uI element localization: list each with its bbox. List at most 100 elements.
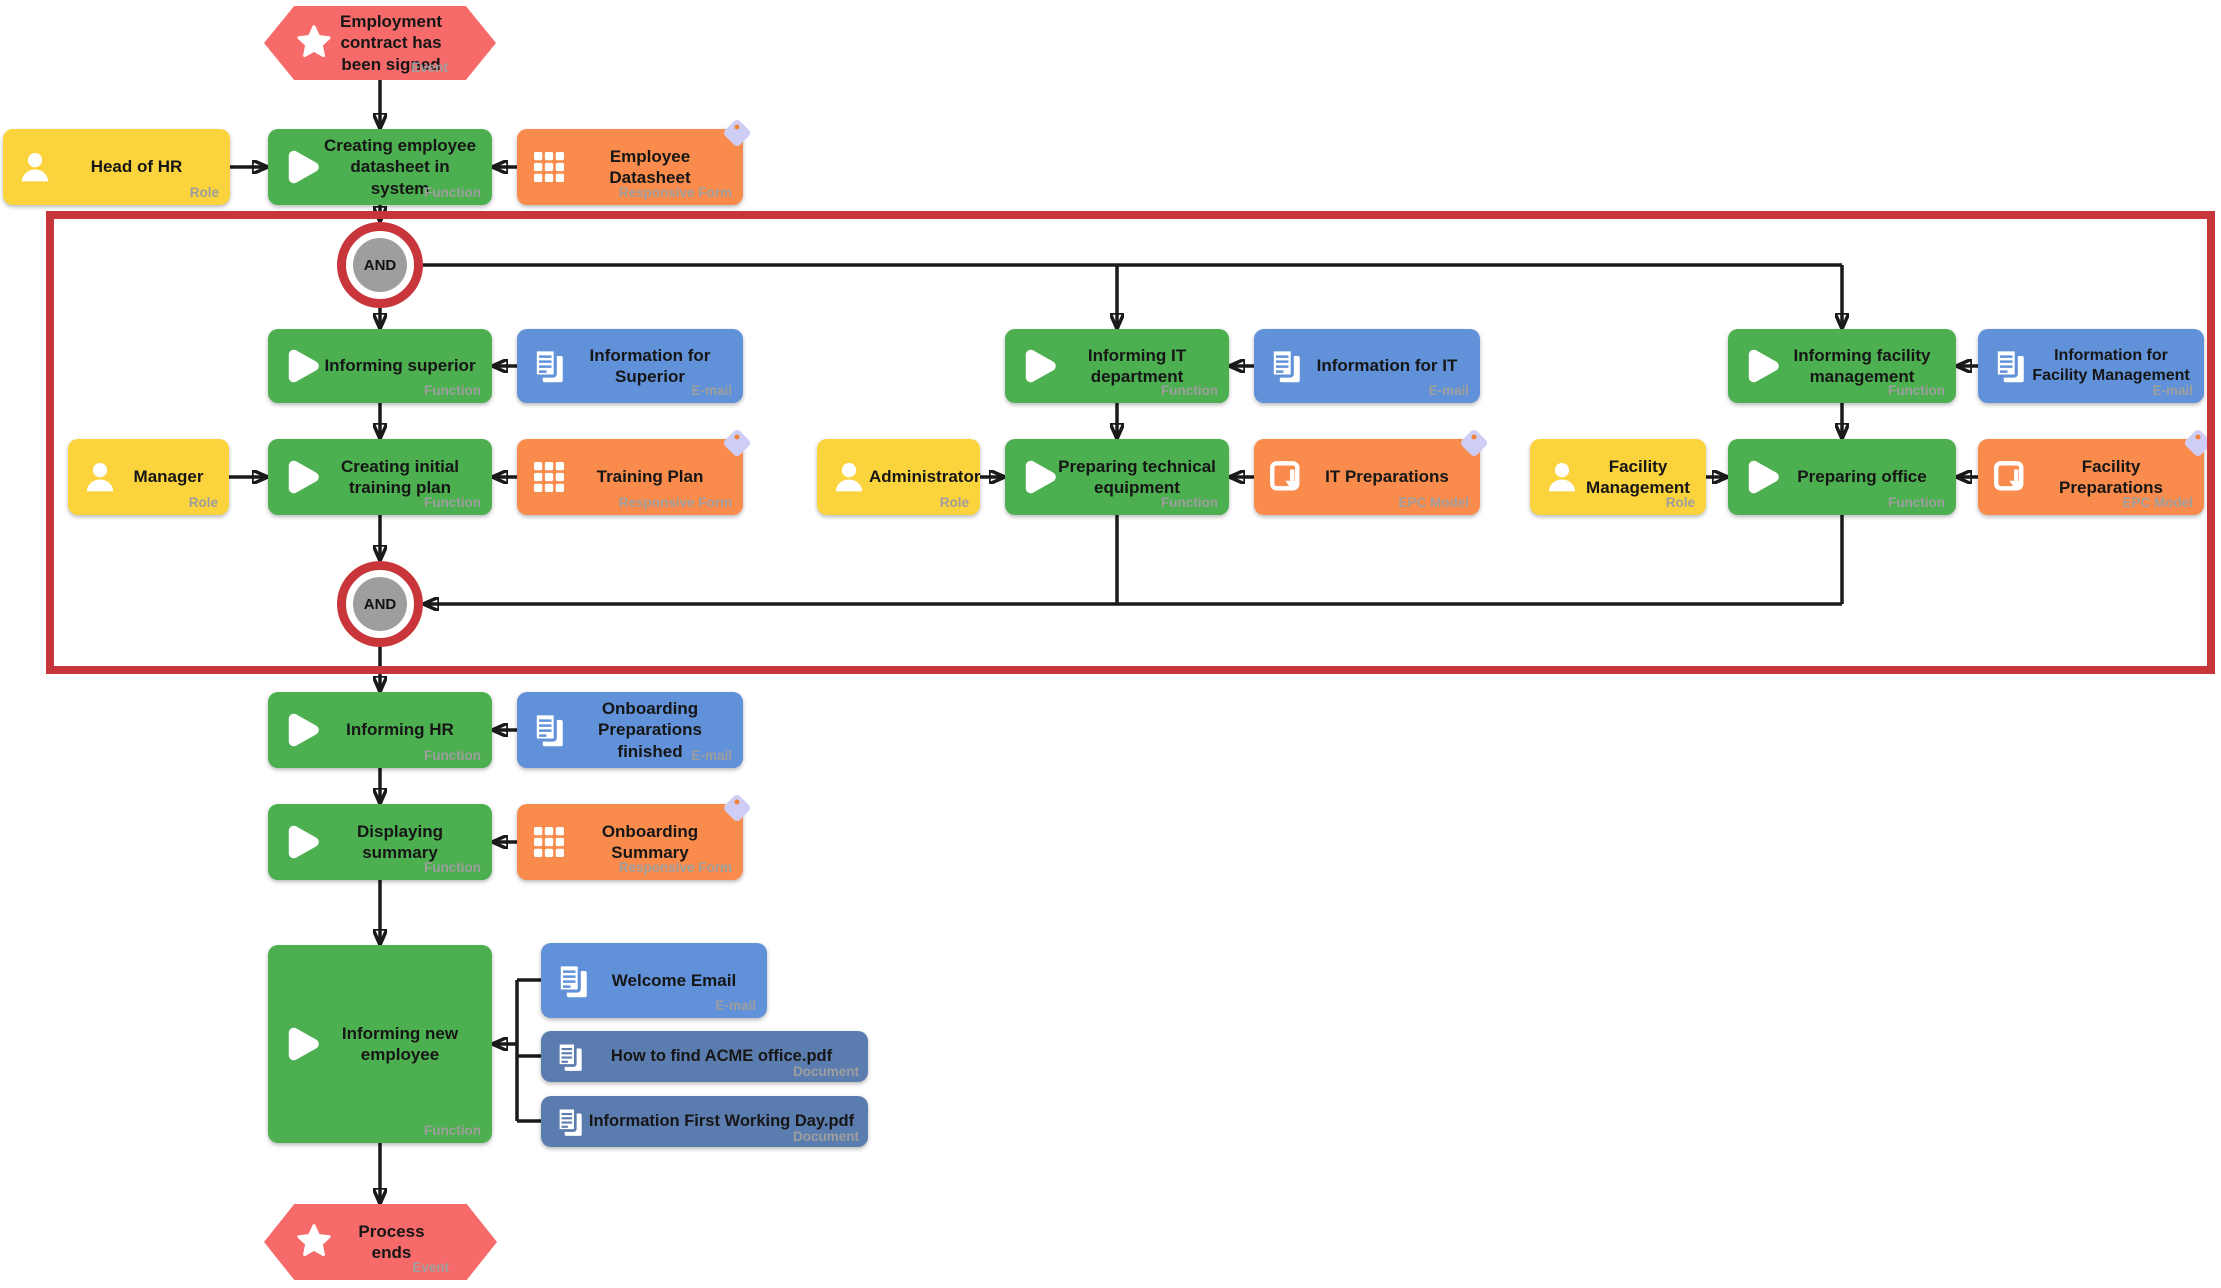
node-function-preparing-equipment[interactable]: Preparing technical equipment Function bbox=[1005, 439, 1229, 515]
star-icon bbox=[294, 1222, 334, 1262]
node-label: Information First Working Day.pdf bbox=[588, 1112, 855, 1131]
node-type-label: E-mail bbox=[715, 998, 756, 1013]
node-label: Training Plan bbox=[596, 467, 704, 487]
document-pages-icon bbox=[553, 1105, 587, 1139]
node-type-label: Function bbox=[424, 383, 481, 398]
node-type-label: Responsive Form bbox=[618, 185, 732, 200]
node-type-label: Document bbox=[792, 1064, 859, 1079]
node-label: Process ends bbox=[358, 1221, 425, 1262]
node-type-label: Responsive Form bbox=[618, 495, 732, 510]
node-email-info-for-it[interactable]: Information for IT E-mail bbox=[1254, 329, 1480, 403]
node-function-preparing-office[interactable]: Preparing office Function bbox=[1728, 439, 1956, 515]
document-pages-icon bbox=[529, 710, 569, 750]
node-epcmodel-facility-preparations[interactable]: Facility Preparations EPC Model bbox=[1978, 439, 2204, 515]
play-icon bbox=[280, 710, 320, 750]
node-type-label: EPC Model bbox=[1398, 495, 1469, 510]
node-form-onboarding-summary[interactable]: Onboarding Summary Responsive Form bbox=[517, 804, 743, 880]
node-label: Preparing office bbox=[1797, 467, 1927, 487]
node-label: Informing IT department bbox=[1087, 345, 1187, 386]
node-type-label: E-mail bbox=[691, 383, 732, 398]
node-label: Information for IT bbox=[1316, 356, 1458, 376]
node-label: Head of HR bbox=[90, 157, 183, 177]
node-label: Onboarding Preparations finished bbox=[598, 699, 702, 761]
node-email-welcome-email[interactable]: Welcome Email E-mail bbox=[541, 943, 767, 1018]
node-label: Onboarding Summary bbox=[601, 821, 699, 862]
node-event-end[interactable]: Process ends Event bbox=[264, 1204, 497, 1280]
node-function-informing-new-employee[interactable]: Informing new employee Function bbox=[268, 945, 492, 1143]
node-type-label: Function bbox=[424, 748, 481, 763]
node-type-label: EPC Model bbox=[2122, 495, 2193, 510]
node-label: Employee Datasheet bbox=[609, 146, 691, 187]
node-function-displaying-summary[interactable]: Displaying summary Function bbox=[268, 804, 492, 880]
highlight-rectangle[interactable] bbox=[46, 211, 2215, 674]
node-role-manager[interactable]: Manager Role bbox=[68, 439, 229, 515]
node-email-onboarding-preparations-finished[interactable]: Onboarding Preparations finished E-mail bbox=[517, 692, 743, 768]
node-email-info-for-superior[interactable]: Information for Superior E-mail bbox=[517, 329, 743, 403]
node-type-label: Function bbox=[424, 860, 481, 875]
node-type-label: E-mail bbox=[2152, 383, 2193, 398]
and-gateway-join[interactable]: AND bbox=[337, 561, 423, 647]
node-type-label: Function bbox=[1161, 383, 1218, 398]
and-gateway-label: AND bbox=[353, 238, 407, 292]
node-label: Employment contract has been signed bbox=[339, 12, 443, 74]
document-pages-icon bbox=[553, 961, 593, 1001]
node-label: Manager bbox=[133, 467, 204, 487]
node-function-informing-facility[interactable]: Informing facility management Function bbox=[1728, 329, 1956, 403]
tag-icon bbox=[720, 791, 754, 825]
node-type-label: Function bbox=[424, 1123, 481, 1138]
play-icon bbox=[280, 822, 320, 862]
and-gateway-split[interactable]: AND bbox=[337, 222, 423, 308]
node-form-training-plan[interactable]: Training Plan Responsive Form bbox=[517, 439, 743, 515]
node-function-informing-it[interactable]: Informing IT department Function bbox=[1005, 329, 1229, 403]
node-type-label: Role bbox=[939, 495, 969, 510]
node-document-first-working-day-pdf[interactable]: Information First Working Day.pdf Docume… bbox=[541, 1096, 868, 1147]
node-role-administrator[interactable]: Administrator Role bbox=[817, 439, 980, 515]
node-label: Preparing technical equipment bbox=[1058, 456, 1216, 497]
node-type-label: Event bbox=[412, 1260, 449, 1275]
node-label: Information for Superior bbox=[589, 345, 711, 386]
node-document-acme-office-pdf[interactable]: How to find ACME office.pdf Document bbox=[541, 1031, 868, 1082]
node-label: Welcome Email bbox=[611, 970, 737, 990]
document-pages-icon bbox=[553, 1040, 587, 1074]
node-label: Informing HR bbox=[346, 720, 454, 740]
star-icon bbox=[294, 23, 334, 63]
node-function-creating-datasheet[interactable]: Creating employee datasheet in system Fu… bbox=[268, 129, 492, 205]
node-function-creating-training-plan[interactable]: Creating initial training plan Function bbox=[268, 439, 492, 515]
node-function-informing-superior[interactable]: Informing superior Function bbox=[268, 329, 492, 403]
grid-icon bbox=[529, 147, 569, 187]
node-label: Informing superior bbox=[324, 356, 476, 376]
node-label: Displaying summary bbox=[357, 821, 443, 862]
person-icon bbox=[15, 147, 55, 187]
node-email-info-for-facility[interactable]: Information for Facility Management E-ma… bbox=[1978, 329, 2204, 403]
tag-icon bbox=[720, 116, 754, 150]
node-label: Facility Preparations bbox=[2059, 456, 2163, 497]
node-label: How to find ACME office.pdf bbox=[610, 1047, 833, 1066]
node-type-label: Role bbox=[1665, 495, 1695, 510]
node-type-label: Function bbox=[424, 185, 481, 200]
node-role-head-of-hr[interactable]: Head of HR Role bbox=[3, 129, 230, 205]
play-icon bbox=[280, 1024, 320, 1064]
node-type-label: Event bbox=[411, 60, 448, 75]
node-label: Informing facility management bbox=[1793, 345, 1931, 386]
node-type-label: Function bbox=[1161, 495, 1218, 510]
node-form-employee-datasheet[interactable]: Employee Datasheet Responsive Form bbox=[517, 129, 743, 205]
node-label: Information for Facility Management bbox=[2032, 347, 2190, 384]
node-type-label: E-mail bbox=[1428, 383, 1469, 398]
node-label: Informing new employee bbox=[341, 1023, 459, 1064]
node-type-label: Role bbox=[189, 185, 219, 200]
node-role-facility-management[interactable]: Facility Management Role bbox=[1530, 439, 1706, 515]
node-type-label: Function bbox=[1888, 383, 1945, 398]
node-type-label: Responsive Form bbox=[618, 860, 732, 875]
node-type-label: Function bbox=[424, 495, 481, 510]
node-type-label: Function bbox=[1888, 495, 1945, 510]
grid-icon bbox=[529, 822, 569, 862]
node-event-start[interactable]: Employment contract has been signed Even… bbox=[264, 6, 496, 80]
node-function-informing-hr[interactable]: Informing HR Function bbox=[268, 692, 492, 768]
play-icon bbox=[280, 147, 320, 187]
node-epcmodel-it-preparations[interactable]: IT Preparations EPC Model bbox=[1254, 439, 1480, 515]
node-type-label: Role bbox=[188, 495, 218, 510]
node-label: Creating employee datasheet in system bbox=[323, 136, 477, 198]
node-label: IT Preparations bbox=[1325, 467, 1449, 487]
node-type-label: Document bbox=[792, 1129, 859, 1144]
